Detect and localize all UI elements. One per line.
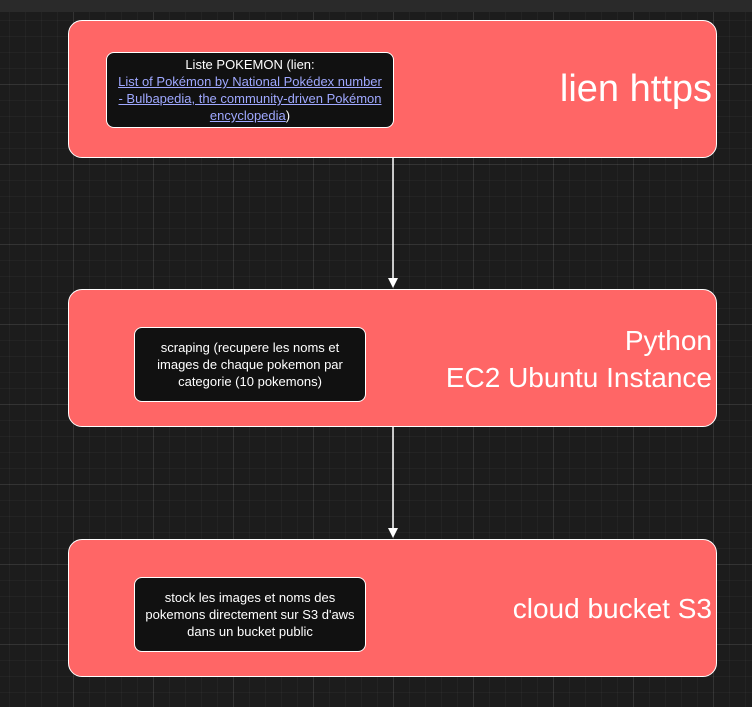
arrow-2 [388, 426, 398, 538]
note-scraping[interactable]: scraping (recupere les noms et images de… [134, 327, 366, 402]
note-pokemon-list-content: Liste POKEMON (lien: List of Pokémon by … [115, 56, 385, 124]
note-stockage-text: stock les images et noms des pokemons di… [145, 590, 355, 639]
block-cloud-bucket-s3[interactable]: stock les images et noms des pokemons di… [68, 539, 717, 677]
note-stockage[interactable]: stock les images et noms des pokemons di… [134, 577, 366, 652]
note-pokemon-list[interactable]: Liste POKEMON (lien: List of Pokémon by … [106, 52, 394, 128]
label-cloud-bucket-s3: cloud bucket S3 [512, 593, 712, 624]
arrow-1-head [388, 278, 398, 288]
arrow-2-head [388, 528, 398, 538]
block-python-ec2[interactable]: scraping (recupere les noms et images de… [68, 289, 717, 427]
label-python-ec2: Python EC2 Ubuntu Instance [445, 325, 712, 393]
note-pokemon-list-suffix: ) [285, 108, 291, 123]
note-scraping-text: scraping (recupere les noms et images de… [157, 340, 343, 389]
arrow-1 [388, 157, 398, 288]
bulbapedia-link[interactable]: List of Pokémon by National Pokédex numb… [118, 74, 382, 123]
note-pokemon-list-prefix: Liste POKEMON (lien: [185, 57, 315, 72]
window-top-strip [0, 0, 752, 12]
label-lien-https: lien https [559, 68, 712, 110]
block-source-link[interactable]: Liste POKEMON (lien: List of Pokémon by … [68, 20, 717, 158]
